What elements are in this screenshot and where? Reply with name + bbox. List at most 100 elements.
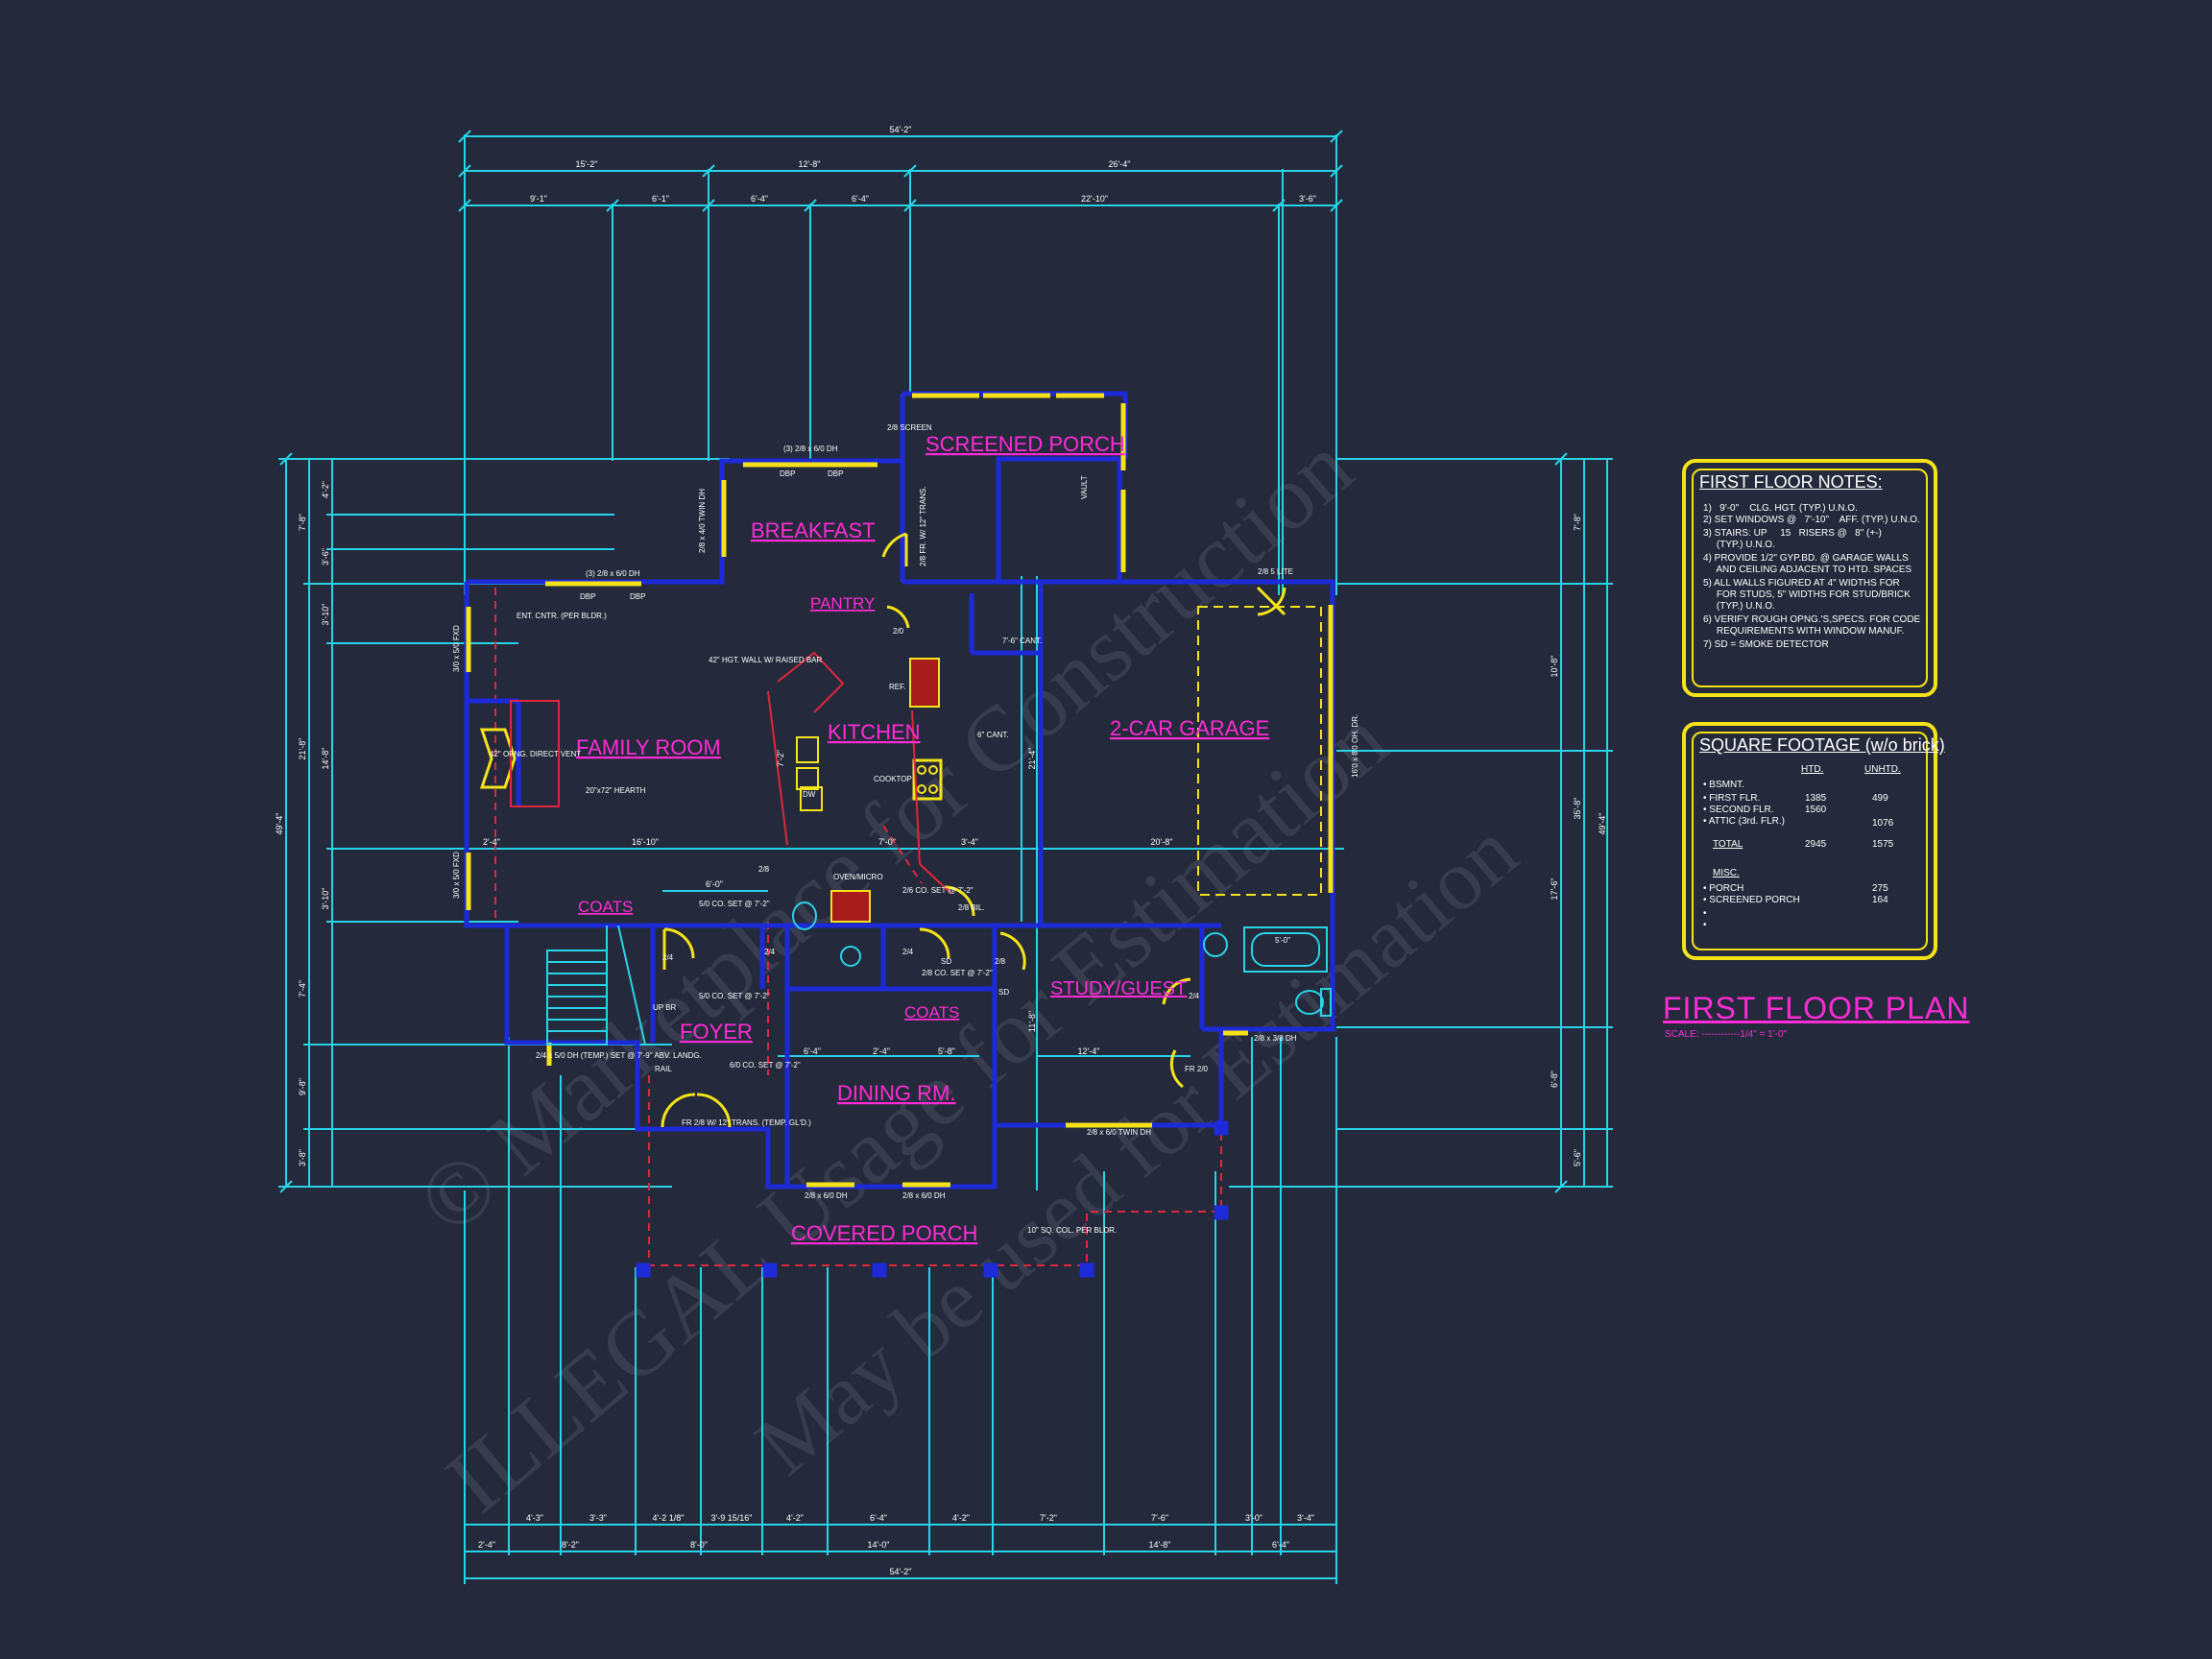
dim-bottom-row1-7: 4'-2" <box>952 1513 970 1523</box>
dim-top-row2-2: 12'-8" <box>799 159 821 169</box>
dim-left-inner-2: 3'-6" <box>321 548 330 565</box>
sqft-misc-row: • SCREENED PORCH <box>1703 895 1800 905</box>
dim-top-row3-5: 22'-10" <box>1081 194 1108 204</box>
dim-right-inner-1: 10'-8" <box>1550 656 1559 678</box>
note-win-study: 2/8 x 6/0 TWIN DH <box>1087 1128 1151 1137</box>
note-win-breakfast: (3) 2/8 x 6/0 DH <box>783 445 838 453</box>
note-col: 10" SQ. COL. PER BLDR. <box>1027 1226 1117 1235</box>
note-win-dining: 2/8 x 6/0 DH <box>805 1191 848 1200</box>
dim-bottom-row1-5: 4'-2" <box>786 1513 804 1523</box>
dim-interior-4: 3'-4" <box>961 837 978 847</box>
note-raised-bar: 42" HGT. WALL W/ RAISED BAR <box>709 656 822 664</box>
room-labels: SCREENED PORCH BREAKFAST PANTRY FAMILY R… <box>576 432 1269 1245</box>
dim-right-mid-1: 7'-8" <box>1573 514 1582 531</box>
first-floor-notes-panel: FIRST FLOOR NOTES: 1) 9'-0" CLG. HGT. (T… <box>1682 459 1937 697</box>
note-win-breakfast-dbp-2: DBP <box>828 469 843 478</box>
room-label-foyer: FOYER <box>680 1020 753 1044</box>
dim-left-inner-1: 4'-2" <box>321 481 330 498</box>
dim-left-inner-3: 3'-10" <box>321 604 330 626</box>
notes-line: REQUIREMENTS WITH WINDOW MANUF. <box>1703 626 1905 637</box>
room-label-kitchen: KITCHEN <box>828 720 921 744</box>
fireplace <box>479 700 560 807</box>
porch-outline <box>494 588 1222 1266</box>
note-co-1: 2/6 CO. SET @ 7'-2" <box>902 886 974 895</box>
notes-line: 1) 9'-0" CLG. HGT. (TYP.) U.N.O. <box>1703 503 1858 514</box>
note-cooktop: COOKTOP <box>874 775 912 783</box>
note-sd-2: SD <box>998 988 1009 997</box>
sqft-row-unhtd: 499 <box>1872 793 1888 804</box>
dim-interior-3: 7'-0" <box>878 837 896 847</box>
room-label-family-room: FAMILY ROOM <box>576 735 721 759</box>
note-fireplace: 42" OPNG. DIRECT VENT <box>490 750 581 758</box>
note-door-24-2: 2/4 <box>764 948 776 956</box>
room-label-study: STUDY/GUEST <box>1050 978 1187 999</box>
dim-bottom-row2-1: 2'-4" <box>478 1540 495 1550</box>
dim-left-mid-4: 9'-8" <box>298 1078 307 1095</box>
bath-fixtures <box>792 902 1332 1017</box>
note-sd-1: SD <box>941 957 951 966</box>
note-tub: 5'-0" <box>1275 936 1290 945</box>
room-label-coats-2: COATS <box>904 1003 959 1022</box>
notes-line: FOR STUDS, 5" WIDTHS FOR STUD/BRICK <box>1703 589 1911 600</box>
dim-interior-1: 16'-10" <box>632 837 659 847</box>
note-dbp-family-1: DBP <box>580 592 595 601</box>
sqft-title: SQUARE FOOTAGE (w/o brick) <box>1699 735 1945 755</box>
annotations: VAULT 2/8 SCREEN (3) 2/8 x 6/0 DH DBP DB… <box>452 423 1359 1235</box>
sqft-row-unhtd: 1076 <box>1872 818 1894 829</box>
dim-right-mid-3: 5'-6" <box>1573 1149 1582 1166</box>
dim-top-row3-1: 9'-1" <box>530 194 547 204</box>
dim-bottom-row1-10: 3'-0" <box>1245 1513 1262 1523</box>
note-win-foyer: 2/4 x 5/0 DH (TEMP.) SET @ 7'-9" ABV. LA… <box>536 1051 702 1060</box>
note-door-28-2: 2/8 BIL. <box>958 903 985 912</box>
note-garage-door: 16'0 x 8'0 OH. DR. <box>1351 714 1359 778</box>
sqft-row-label: • FIRST FLR. <box>1703 793 1761 804</box>
dimension-ticks <box>279 130 1568 1193</box>
note-win-breakfast-dbp-1: DBP <box>780 469 795 478</box>
dim-bottom-row2-5: 14'-8" <box>1149 1540 1171 1550</box>
dim-top-row3-6: 3'-6" <box>1299 194 1316 204</box>
sqft-misc-row: • PORCH <box>1703 883 1744 894</box>
note-dbp-family-2: DBP <box>630 592 645 601</box>
notes-line: 4) PROVIDE 1/2" GYP.BD. @ GARAGE WALLS <box>1703 553 1909 564</box>
dim-top-row3-4: 6'-4" <box>852 194 869 204</box>
dim-left-inner-4: 14'-8" <box>321 748 330 770</box>
dim-bottom-row1-2: 3'-3" <box>589 1513 607 1523</box>
dim-top-row2-1: 15'-2" <box>576 159 598 169</box>
sqft-row-label: • SECOND FLR. <box>1703 805 1774 815</box>
dim-interior-5: 20'-8" <box>1151 837 1173 847</box>
dimension-lines <box>278 134 1613 1584</box>
dim-bottom-overall: 54'-2" <box>890 1567 912 1576</box>
sqft-col-unhtd: UNHTD. <box>1864 764 1901 775</box>
sqft-misc-val: 164 <box>1872 895 1888 905</box>
dim-bottom-row1-11: 3'-4" <box>1297 1513 1314 1523</box>
dim-top-row3-3: 6'-4" <box>751 194 768 204</box>
dim-right-mid-2: 35'-8" <box>1573 798 1582 820</box>
plan-title: FIRST FLOOR PLAN <box>1663 991 1970 1025</box>
room-label-screened-porch: SCREENED PORCH <box>926 432 1125 456</box>
note-cant-2: 6" CANT. <box>977 731 1009 739</box>
dim-interior-12: 11'-8" <box>1027 1011 1037 1032</box>
note-co-4: 6/0 CO. SET @ 7'-2" <box>730 1061 801 1070</box>
note-win-breakfast-side: 2/8 x 4/0 TWIN DH <box>698 489 707 553</box>
dim-left-mid-3: 7'-4" <box>298 980 307 998</box>
notes-line: 5) ALL WALLS FIGURED AT 4" WIDTHS FOR <box>1703 578 1900 589</box>
kitchen-fixtures <box>767 651 951 923</box>
sqft-total-label: TOTAL <box>1713 839 1743 850</box>
dim-bottom-row1-8: 7'-2" <box>1040 1513 1057 1523</box>
sqft-row-label: • ATTIC (3rd. FLR.) <box>1703 816 1785 827</box>
note-door-24-4: 2/4 <box>1189 992 1200 1000</box>
room-label-garage: 2-CAR GARAGE <box>1110 716 1269 740</box>
note-win-family-side-2: 3/0 x 5/0 FXD <box>452 852 461 899</box>
note-win-family: (3) 2/8 x 6/0 DH <box>586 569 640 578</box>
room-label-pantry: PANTRY <box>810 594 875 613</box>
notes-line: 3) STAIRS: UP 15 RISERS @ 8" (+-) <box>1703 528 1882 539</box>
room-label-dining: DINING RM. <box>837 1081 955 1105</box>
note-pantry-door: 2/0 <box>893 627 904 636</box>
dim-interior-6: 6'-0" <box>706 879 723 889</box>
notes-line: (TYP.) U.N.O. <box>1703 540 1775 550</box>
notes-line: 2) SET WINDOWS @ 7'-10" AFF. (TYP.) U.N.… <box>1703 515 1920 525</box>
square-footage-panel: SQUARE FOOTAGE (w/o brick) HTD. UNHTD. •… <box>1682 722 1945 960</box>
note-door-28-3: 2/8 <box>758 865 770 874</box>
dim-bottom-row2-4: 14'-0" <box>868 1540 890 1550</box>
sqft-col-htd: HTD. <box>1801 764 1824 775</box>
